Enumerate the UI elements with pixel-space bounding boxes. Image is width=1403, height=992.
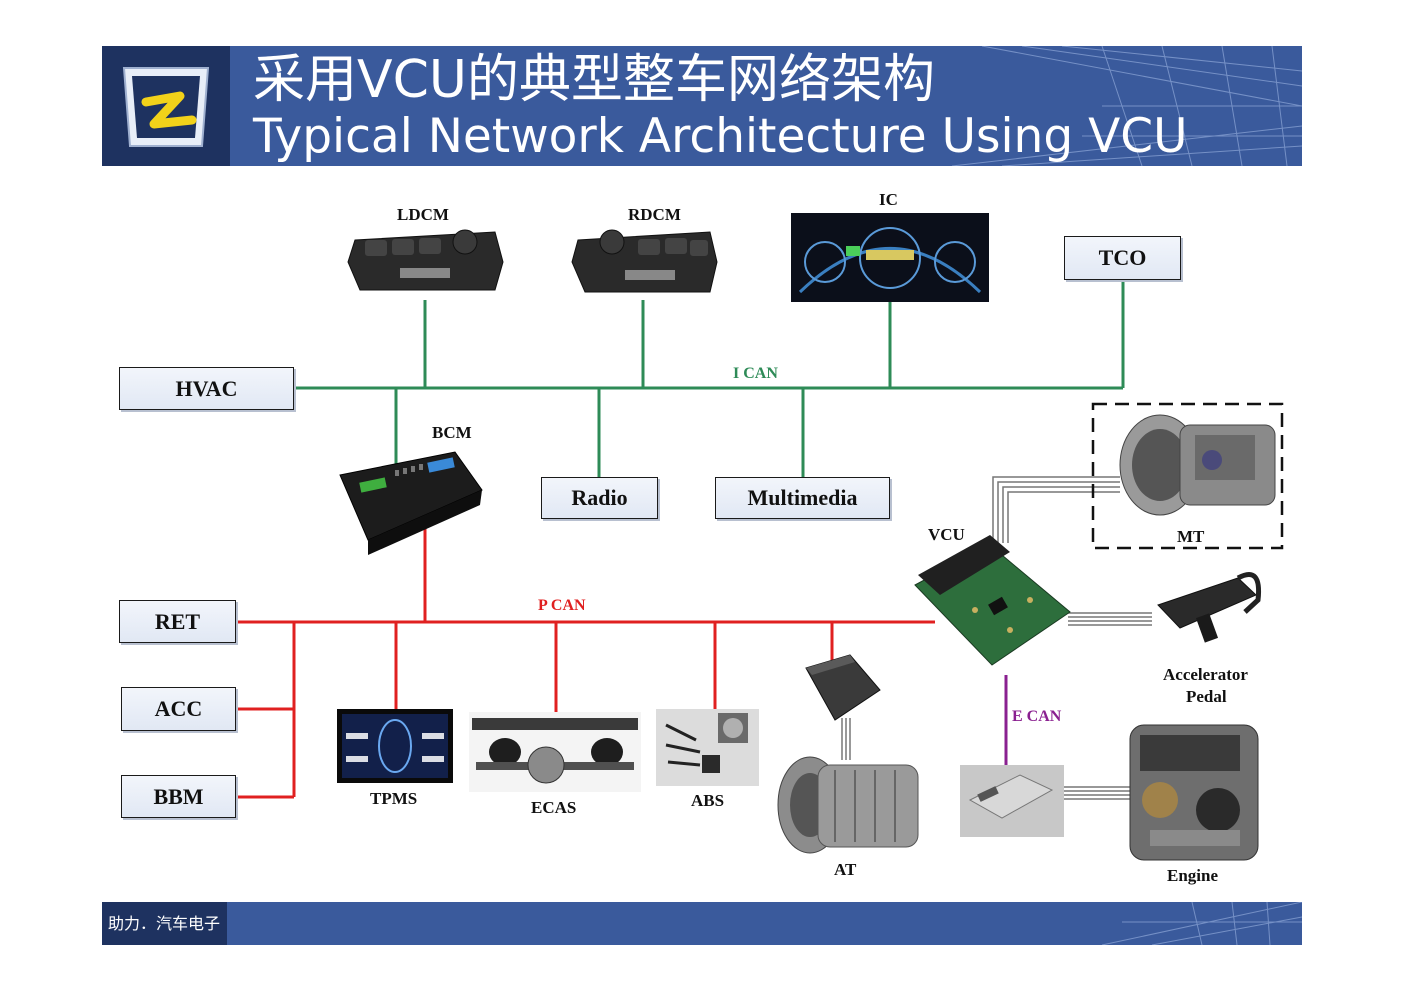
mt-transmission-image bbox=[1119, 414, 1276, 516]
engine-ecu-image bbox=[960, 765, 1064, 837]
hardwire-links bbox=[841, 476, 1152, 800]
rdcm-label: RDCM bbox=[628, 205, 681, 224]
abs-parts-image bbox=[656, 709, 759, 786]
bcm-label: BCM bbox=[432, 423, 472, 442]
bbm-node: BBM bbox=[121, 775, 236, 818]
header-banner bbox=[102, 46, 1302, 166]
p-can-bus bbox=[236, 512, 935, 799]
tco-node: TCO bbox=[1064, 236, 1181, 280]
footer-banner bbox=[102, 902, 1302, 945]
mt-dashed-frame bbox=[1091, 402, 1284, 550]
bcm-module-image bbox=[339, 451, 483, 555]
footer-company-label: 助力．汽车电子 bbox=[102, 902, 227, 945]
ret-node: RET bbox=[119, 600, 236, 643]
tpms-display-image bbox=[337, 709, 453, 783]
vcu-board-image bbox=[914, 535, 1071, 666]
engine-image bbox=[1129, 724, 1259, 861]
accelerator-pedal-image bbox=[1157, 572, 1262, 643]
i-can-bus bbox=[294, 280, 1125, 477]
accelerator-label-line1: Accelerator bbox=[1163, 665, 1248, 684]
footer-grid-decoration bbox=[1101, 902, 1302, 945]
logo-emblem-icon bbox=[122, 67, 210, 147]
vcu-label: VCU bbox=[928, 525, 965, 544]
page-title-chinese: 采用VCU的典型整车网络架构 bbox=[253, 50, 935, 110]
abs-label: ABS bbox=[691, 791, 725, 810]
radio-node: Radio bbox=[541, 477, 658, 519]
at-label: AT bbox=[834, 860, 857, 879]
ic-label: IC bbox=[879, 190, 898, 209]
ecas-axle-image bbox=[469, 712, 641, 792]
company-logo bbox=[102, 46, 230, 166]
i-can-label: I CAN bbox=[733, 365, 778, 382]
p-can-label: P CAN bbox=[538, 597, 586, 614]
accelerator-label-line2: Pedal bbox=[1186, 687, 1227, 706]
acc-node: ACC bbox=[121, 687, 236, 731]
rdcm-module-image bbox=[571, 229, 718, 293]
ecas-label: ECAS bbox=[531, 798, 577, 817]
ic-cluster-image bbox=[791, 213, 989, 302]
hvac-node: HVAC bbox=[119, 367, 294, 410]
engine-label: Engine bbox=[1167, 866, 1219, 885]
ldcm-module-image bbox=[347, 229, 504, 291]
tpms-label: TPMS bbox=[370, 789, 418, 808]
multimedia-node: Multimedia bbox=[715, 477, 890, 519]
ldcm-label: LDCM bbox=[397, 205, 449, 224]
mt-label: MT bbox=[1177, 527, 1205, 546]
at-transmission-image bbox=[777, 654, 919, 854]
page-title-english: Typical Network Architecture Using VCU bbox=[253, 109, 1188, 164]
e-can-label: E CAN bbox=[1012, 708, 1062, 725]
header-grid-decoration bbox=[951, 46, 1302, 166]
